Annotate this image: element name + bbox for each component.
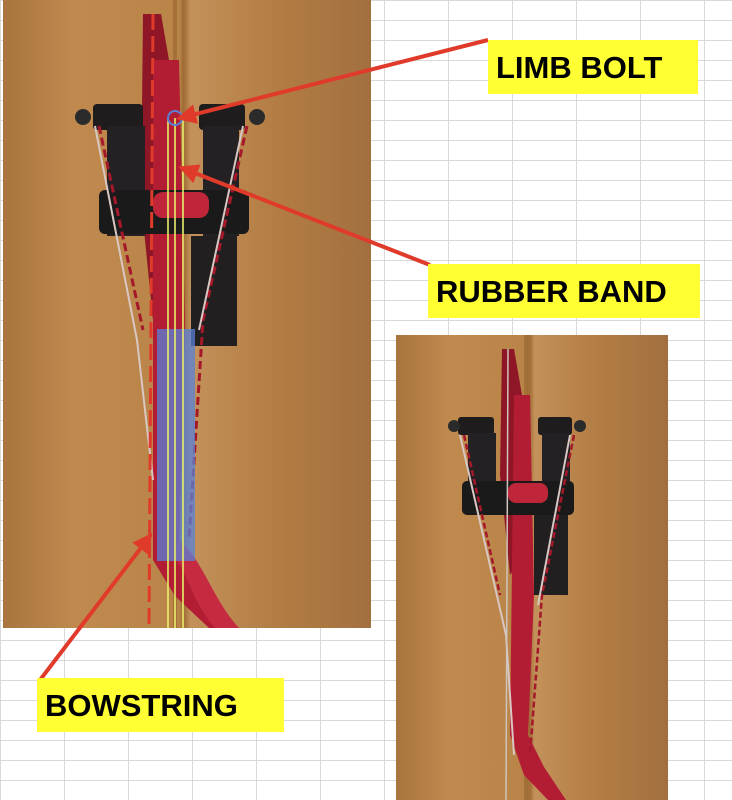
left-cable-serving [97, 125, 145, 331]
right-axle-bolt [574, 420, 586, 432]
highlight-region [157, 329, 195, 561]
riser-axle-housing [153, 192, 209, 218]
left-axle-bolt [448, 420, 460, 432]
left-cable-serving [462, 434, 502, 596]
limb-bolt-label: LIMB BOLT [488, 40, 698, 94]
right-cable [528, 434, 576, 756]
left-axle-bolt [75, 109, 91, 125]
right-cable-white [537, 434, 571, 606]
main-bow-photo [3, 0, 371, 628]
bow-limb-curve [173, 540, 239, 628]
inset-bow-photo [396, 335, 668, 800]
riser-axle-housing [508, 483, 548, 503]
right-axle-bolt [249, 109, 265, 125]
bowstring [505, 348, 509, 800]
left-cable [94, 125, 154, 481]
bowstring-guide-line [147, 13, 155, 628]
left-limb-pocket-cap [93, 104, 143, 130]
rubber-band-label: RUBBER BAND [428, 264, 700, 318]
lower-pocket-block [191, 236, 237, 346]
left-limb-pocket-cap [458, 417, 494, 435]
main-bow-illustration [75, 0, 265, 628]
right-limb-pocket-cap [538, 417, 572, 435]
bowstring-label: BOWSTRING [37, 678, 284, 732]
inset-bow-illustration [448, 335, 586, 800]
